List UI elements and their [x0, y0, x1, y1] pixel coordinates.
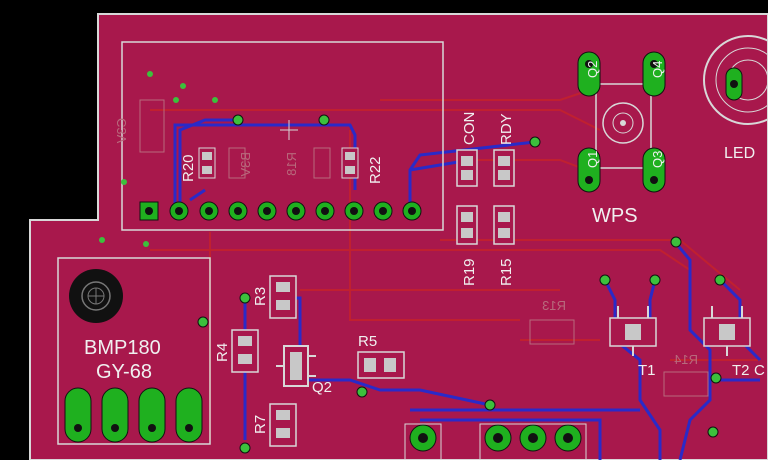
label-wps: WPS [592, 205, 638, 227]
label-c3v-bottom: C3V [114, 118, 129, 144]
status-led-footprints[interactable] [456, 149, 515, 245]
label-q2: Q2 [312, 379, 332, 396]
label-q3-bot: Q3 [650, 151, 665, 168]
label-r15: R15 [498, 258, 515, 286]
label-q2-top: Q2 [585, 61, 600, 78]
label-r5: R5 [358, 333, 377, 350]
label-t1: T1 [638, 362, 656, 379]
bmp180-sensor-footprint[interactable] [57, 257, 211, 445]
label-gy68: GY-68 [96, 361, 152, 383]
label-r22: R22 [367, 156, 384, 184]
label-t2: T2 [732, 362, 750, 379]
label-bmp180: BMP180 [84, 337, 161, 359]
label-r7: R7 [252, 415, 269, 434]
label-b3v-bottom: B3V [238, 152, 253, 177]
esp-module-outline [121, 41, 444, 231]
label-r19: R19 [461, 258, 478, 286]
label-r20: R20 [180, 154, 197, 182]
label-led: LED [724, 145, 755, 162]
via-holes [197, 114, 726, 454]
tiny-vias [99, 71, 218, 247]
led-footprint[interactable] [703, 35, 768, 125]
bottom-connector[interactable] [404, 423, 587, 460]
crosshair-mark [280, 120, 298, 140]
label-q1-top: Q1 [585, 151, 600, 168]
transistor-footprints[interactable] [529, 306, 751, 397]
label-r3: R3 [252, 287, 269, 306]
label-con: CON [461, 112, 478, 145]
label-r14-bottom: R14 [674, 352, 698, 367]
label-r18-bottom: R18 [284, 152, 299, 176]
lower-smd-parts[interactable] [231, 275, 405, 447]
wps-button-footprint[interactable] [577, 51, 666, 193]
label-rdy: RDY [498, 113, 515, 145]
label-c-cut: C [754, 362, 765, 379]
label-q4-top: Q4 [650, 61, 665, 78]
smd-resistors-module[interactable] [139, 99, 359, 179]
header-pin-row[interactable] [139, 201, 422, 221]
label-r4: R4 [214, 343, 231, 362]
label-r13-bottom: R13 [542, 298, 566, 313]
